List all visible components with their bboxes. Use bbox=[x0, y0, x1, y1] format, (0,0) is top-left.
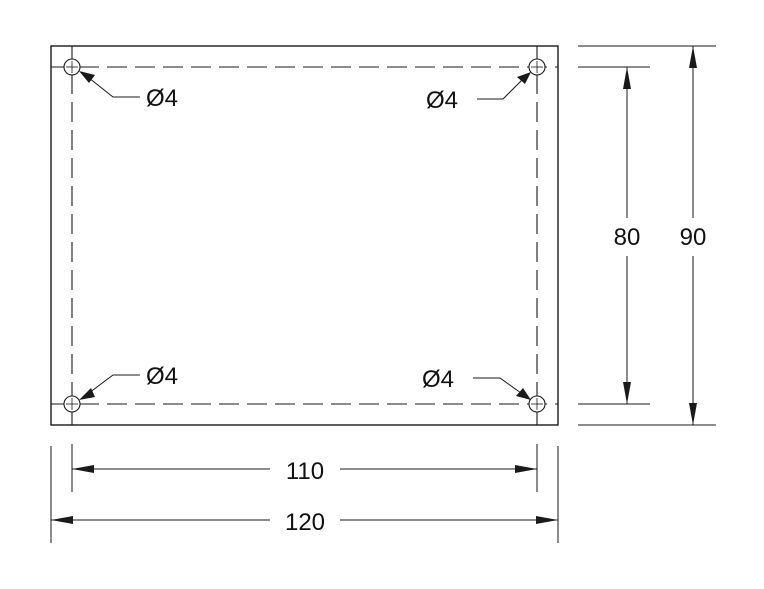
dimension-80: 80 bbox=[614, 67, 641, 404]
plate-outline bbox=[50, 45, 559, 426]
dimension-label-90: 90 bbox=[680, 224, 707, 251]
dimension-label-80: 80 bbox=[614, 224, 641, 251]
dimension-110: 110 bbox=[72, 458, 537, 485]
hole-top-left bbox=[63, 58, 81, 76]
hole-label-top-left: Ø4 bbox=[146, 85, 178, 112]
hole-leader-top-left: Ø4 bbox=[79, 71, 178, 112]
dimension-label-110: 110 bbox=[286, 458, 324, 485]
dimension-120: 120 bbox=[51, 509, 558, 536]
hole-centerlines bbox=[51, 46, 558, 425]
hole-label-bottom-right: Ø4 bbox=[422, 366, 454, 393]
hole-label-top-right: Ø4 bbox=[426, 87, 458, 114]
hole-leader-bottom-right: Ø4 bbox=[422, 366, 531, 400]
dimension-label-120: 120 bbox=[285, 509, 325, 536]
hole-label-bottom-left: Ø4 bbox=[146, 363, 178, 390]
extension-lines-bottom bbox=[50, 444, 559, 543]
hole-top-right bbox=[528, 58, 546, 76]
hole-leader-bottom-left: Ø4 bbox=[79, 363, 178, 400]
hole-leader-top-right: Ø4 bbox=[426, 72, 531, 114]
hole-bottom-right bbox=[528, 395, 546, 413]
dimension-90: 90 bbox=[680, 46, 707, 425]
hole-bottom-left bbox=[63, 395, 81, 413]
